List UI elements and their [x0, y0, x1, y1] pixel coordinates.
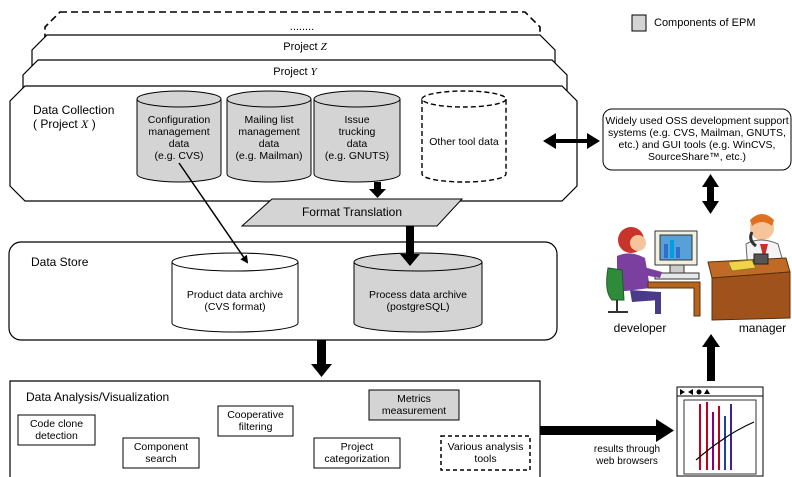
various-tools-box [440, 435, 531, 471]
cvs-to-product-archive-arrow [178, 162, 249, 264]
project-z-title: Project Z [283, 41, 327, 53]
collection-oss-double-arrow [543, 133, 600, 149]
cooperative-filtering-label: Cooperative filtering [227, 409, 284, 433]
product-archive-label: Product data archive (CVS format) [186, 289, 284, 313]
other-tool-cylinder [421, 90, 507, 183]
data-collection-title: Data Collection [33, 103, 115, 117]
oss-systems-label: Widely used OSS development support syst… [605, 115, 789, 163]
component-search-label: Component search [133, 441, 189, 465]
mailing-list-cylinder [226, 90, 312, 183]
oss-systems-box [602, 108, 792, 171]
issue-tracking-source-label: Issue trucking data (e.g. GNUTS) [324, 114, 390, 162]
browser-window [676, 386, 764, 477]
translation-to-process-archive-arrow [400, 226, 420, 266]
cooperative-filtering-box [217, 405, 294, 437]
format-translation-box [240, 198, 464, 227]
code-clone-label: Code clone detection [29, 418, 84, 442]
project-y-title: Project Y [273, 66, 317, 78]
manager-label: manager [738, 321, 787, 335]
project-categorization-label: Project categorization [324, 441, 390, 465]
cvs-source-label: Configuration management data (e.g. CVS) [147, 114, 211, 162]
data-collection-subtitle: ( Project X ) [33, 117, 96, 131]
store-to-analysis-arrow [311, 340, 332, 377]
metrics-label: Metrics measurement [381, 393, 447, 417]
data-store-title: Data Store [31, 255, 89, 269]
format-translation-label: Format Translation [301, 205, 403, 219]
analysis-title: Data Analysis/Visualization [26, 390, 170, 404]
collection-to-translation-arrow [369, 182, 386, 198]
browser-to-people-arrow [702, 334, 720, 381]
metrics-box [368, 389, 460, 421]
code-clone-box [17, 414, 96, 446]
process-archive-cylinder [353, 252, 483, 333]
process-archive-label: Process data archive (postgreSQL) [368, 289, 468, 313]
various-tools-label: Various analysis tools [447, 441, 524, 465]
other-tool-label: Other tool data [429, 136, 499, 148]
project-categorization-box [313, 437, 401, 469]
project-dots: ........ [289, 21, 315, 33]
manager-illustration [707, 214, 791, 321]
developer-illustration [606, 227, 701, 317]
results-label: results through web browsers [593, 444, 661, 467]
legend-swatch [631, 14, 647, 32]
product-archive-cylinder [171, 252, 299, 333]
component-search-box [122, 437, 200, 469]
cvs-cylinder [136, 90, 222, 183]
mailing-list-source-label: Mailing list management data (e.g. Mailm… [235, 114, 303, 162]
developer-label: developer [613, 321, 667, 335]
oss-people-double-arrow [702, 174, 719, 214]
issue-tracking-cylinder [313, 90, 401, 183]
analysis-to-browser-arrow [540, 419, 674, 442]
legend-label: Components of EPM [654, 17, 756, 29]
